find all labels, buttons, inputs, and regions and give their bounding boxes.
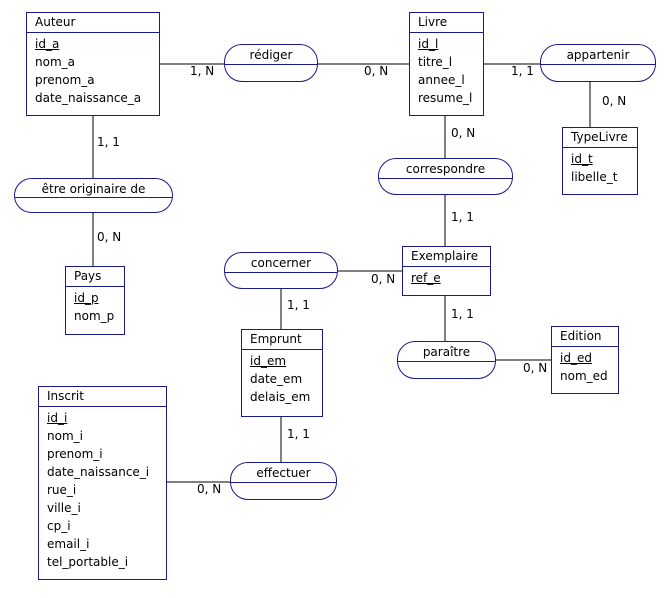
attribute-key: id_em	[250, 354, 287, 368]
attribute: nom_p	[74, 309, 115, 323]
cardinality-exemplaire-concerner: 0, N	[371, 272, 396, 286]
attribute-key: id_a	[35, 37, 60, 51]
association-correspondre[interactable]: correspondre	[378, 158, 513, 195]
cardinality-emprunt-effectuer: 1, 1	[287, 427, 310, 441]
attribute: libelle_t	[571, 170, 618, 184]
association-effectuer[interactable]: effectuer	[230, 462, 337, 500]
attribute: nom_ed	[560, 369, 608, 383]
attribute: resume_l	[418, 91, 473, 105]
cardinality-pays-originaire: 0, N	[97, 230, 122, 244]
association-divider	[225, 272, 337, 273]
entity-inscrit[interactable]: Inscrit id_i nom_i prenom_i date_naissan…	[38, 386, 167, 580]
association-label: paraître	[422, 345, 471, 359]
entity-name: Livre	[410, 13, 483, 33]
entity-name: Auteur	[27, 13, 159, 33]
entity-pays[interactable]: Pays id_p nom_p	[65, 266, 125, 335]
entity-typelivre[interactable]: TypeLivre id_t libelle_t	[562, 127, 638, 195]
association-divider	[398, 361, 495, 362]
association-label: être originaire de	[41, 182, 146, 196]
entity-emprunt[interactable]: Emprunt id_em date_em delais_em	[241, 329, 323, 417]
association-etre-originaire[interactable]: être originaire de	[14, 178, 173, 213]
attribute-key: id_i	[47, 411, 68, 425]
association-label: effectuer	[256, 466, 311, 480]
attribute: titre_l	[418, 55, 453, 69]
cardinality-livre-appartenir: 1, 1	[511, 64, 534, 78]
association-label: concerner	[250, 256, 312, 270]
entity-name: Edition	[552, 327, 618, 347]
association-label: correspondre	[405, 162, 486, 176]
association-divider	[231, 482, 336, 483]
attribute: prenom_i	[47, 447, 103, 461]
attribute: tel_portable_i	[47, 555, 129, 569]
entity-name: Pays	[66, 267, 124, 287]
entity-livre[interactable]: Livre id_l titre_l annee_l resume_l	[409, 12, 484, 116]
attribute: rue_i	[47, 483, 77, 497]
attribute: email_i	[47, 537, 90, 551]
attribute: nom_i	[47, 429, 83, 443]
attribute-key: id_ed	[560, 351, 592, 365]
attribute: prenom_a	[35, 73, 95, 87]
attribute: delais_em	[250, 390, 311, 404]
entity-name: Exemplaire	[403, 247, 490, 267]
association-appartenir[interactable]: appartenir	[540, 44, 656, 82]
association-rediger[interactable]: rédiger	[224, 44, 318, 82]
entity-auteur[interactable]: Auteur id_a nom_a prenom_a date_naissanc…	[26, 12, 160, 116]
association-divider	[379, 178, 512, 179]
entity-edition[interactable]: Edition id_ed nom_ed	[551, 326, 619, 394]
cardinality-exemplaire-correspondre: 1, 1	[451, 210, 474, 224]
attribute: date_naissance_a	[35, 91, 142, 105]
association-paraitre[interactable]: paraître	[397, 341, 496, 379]
attribute-key: id_l	[418, 37, 439, 51]
attribute: nom_a	[35, 55, 75, 69]
cardinality-inscrit-effectuer: 0, N	[197, 482, 222, 496]
cardinality-livre-rediger: 0, N	[364, 64, 389, 78]
entity-name: Inscrit	[39, 387, 166, 407]
attribute: date_naissance_i	[47, 465, 150, 479]
entity-exemplaire[interactable]: Exemplaire ref_e	[402, 246, 491, 296]
cardinality-edition-paraitre: 0, N	[523, 361, 548, 375]
association-concerner[interactable]: concerner	[224, 252, 338, 289]
attribute-key: id_p	[74, 291, 99, 305]
attribute-key: id_t	[571, 152, 593, 166]
attribute-key: ref_e	[411, 271, 441, 285]
attribute: ville_i	[47, 501, 81, 515]
cardinality-exemplaire-paraitre: 1, 1	[451, 307, 474, 321]
association-divider	[15, 197, 172, 198]
attribute: date_em	[250, 372, 303, 386]
attribute: cp_i	[47, 519, 71, 533]
cardinality-typelivre-appartenir: 0, N	[602, 94, 627, 108]
entity-name: TypeLivre	[563, 128, 637, 148]
cardinality-emprunt-concerner: 1, 1	[287, 298, 310, 312]
cardinality-auteur-originaire: 1, 1	[97, 135, 120, 149]
association-divider	[541, 64, 655, 65]
association-label: rédiger	[249, 48, 293, 62]
association-divider	[225, 64, 317, 65]
attribute: annee_l	[418, 73, 465, 87]
association-label: appartenir	[566, 48, 630, 62]
cardinality-livre-correspondre: 0, N	[451, 126, 476, 140]
entity-name: Emprunt	[242, 330, 322, 350]
cardinality-auteur-rediger: 1, N	[190, 64, 215, 78]
